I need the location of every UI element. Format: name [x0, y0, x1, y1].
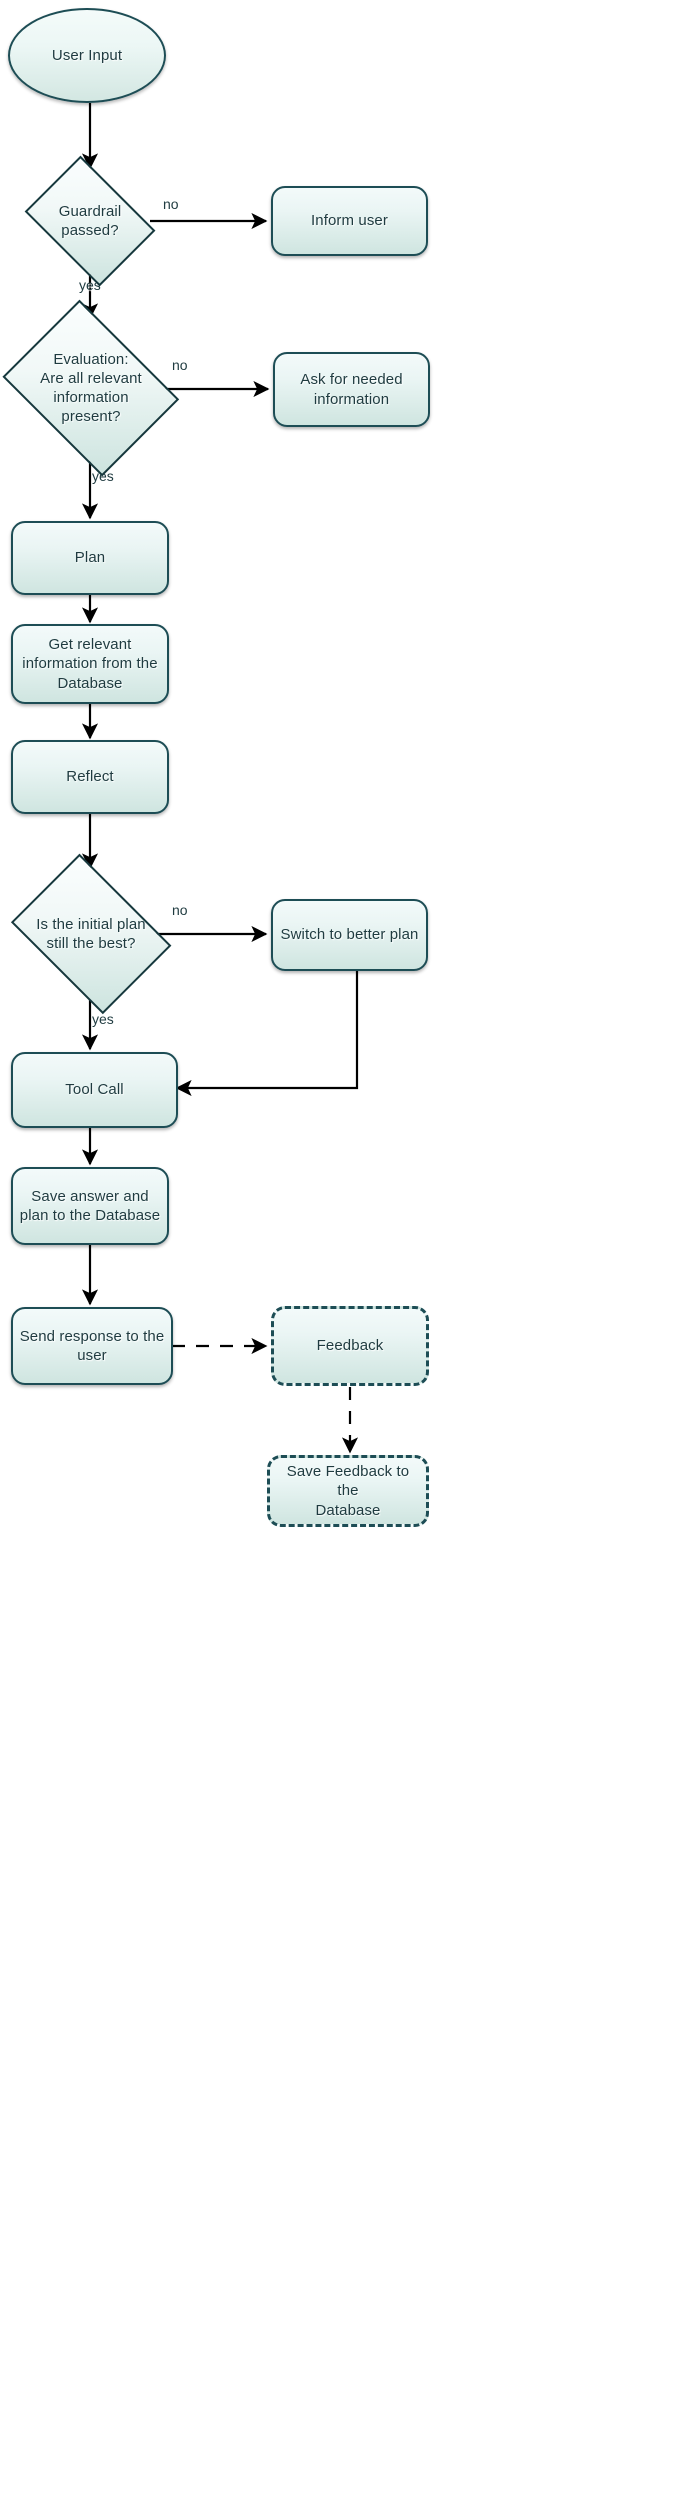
node-send-response-to-user[interactable]: Send response to the user — [11, 1307, 173, 1385]
node-ask-for-needed-information[interactable]: Ask for needed information — [273, 352, 430, 427]
node-user-input[interactable]: User Input — [8, 8, 166, 103]
node-save-answer-and-plan-label: Save answer and plan to the Database — [19, 1187, 161, 1224]
node-guardrail-passed-label: Guardrail passed? — [58, 202, 122, 239]
node-is-initial-plan-still-best-label: Is the initial plan still the best? — [36, 915, 146, 952]
node-save-feedback-to-database-label: Save Feedback to the Database — [286, 1463, 410, 1519]
node-reflect-label: Reflect — [66, 768, 114, 786]
node-evaluation-label: Evaluation: Are all relevant information… — [40, 350, 142, 426]
node-ask-for-needed-information-label: Ask for needed information — [300, 371, 403, 408]
node-inform-user[interactable]: Inform user — [271, 186, 428, 256]
node-tool-call-label: Tool Call — [65, 1081, 124, 1099]
node-guardrail-passed[interactable]: Guardrail passed? — [18, 155, 162, 287]
node-switch-to-better-plan-label: Switch to better plan — [280, 926, 419, 944]
node-user-input-label: User Input — [51, 46, 123, 64]
node-feedback[interactable]: Feedback — [271, 1306, 429, 1386]
node-is-initial-plan-still-best[interactable]: Is the initial plan still the best? — [2, 853, 180, 1015]
node-tool-call[interactable]: Tool Call — [11, 1052, 178, 1128]
node-evaluation-information-present[interactable]: Evaluation: Are all relevant information… — [0, 299, 188, 477]
node-plan-label: Plan — [74, 549, 106, 567]
edge-switch-plan-to-tool-call — [175, 971, 359, 1097]
edge-label-still-best-no: no — [172, 902, 188, 918]
node-save-answer-and-plan[interactable]: Save answer and plan to the Database — [11, 1167, 169, 1245]
node-reflect[interactable]: Reflect — [11, 740, 169, 814]
node-inform-user-label: Inform user — [311, 212, 388, 230]
node-plan[interactable]: Plan — [11, 521, 169, 595]
node-switch-to-better-plan[interactable]: Switch to better plan — [271, 899, 428, 971]
node-get-relevant-information-label: Get relevant information from the Databa… — [22, 636, 158, 692]
node-save-feedback-to-database[interactable]: Save Feedback to the Database — [267, 1455, 429, 1527]
edge-label-still-best-yes: yes — [92, 1011, 114, 1027]
edge-label-guardrail-no: no — [163, 196, 179, 212]
node-send-response-to-user-label: Send response to the user — [19, 1327, 165, 1364]
edge-label-evaluation-no: no — [172, 357, 188, 373]
node-feedback-label: Feedback — [316, 1337, 384, 1355]
node-get-relevant-information[interactable]: Get relevant information from the Databa… — [11, 624, 169, 704]
